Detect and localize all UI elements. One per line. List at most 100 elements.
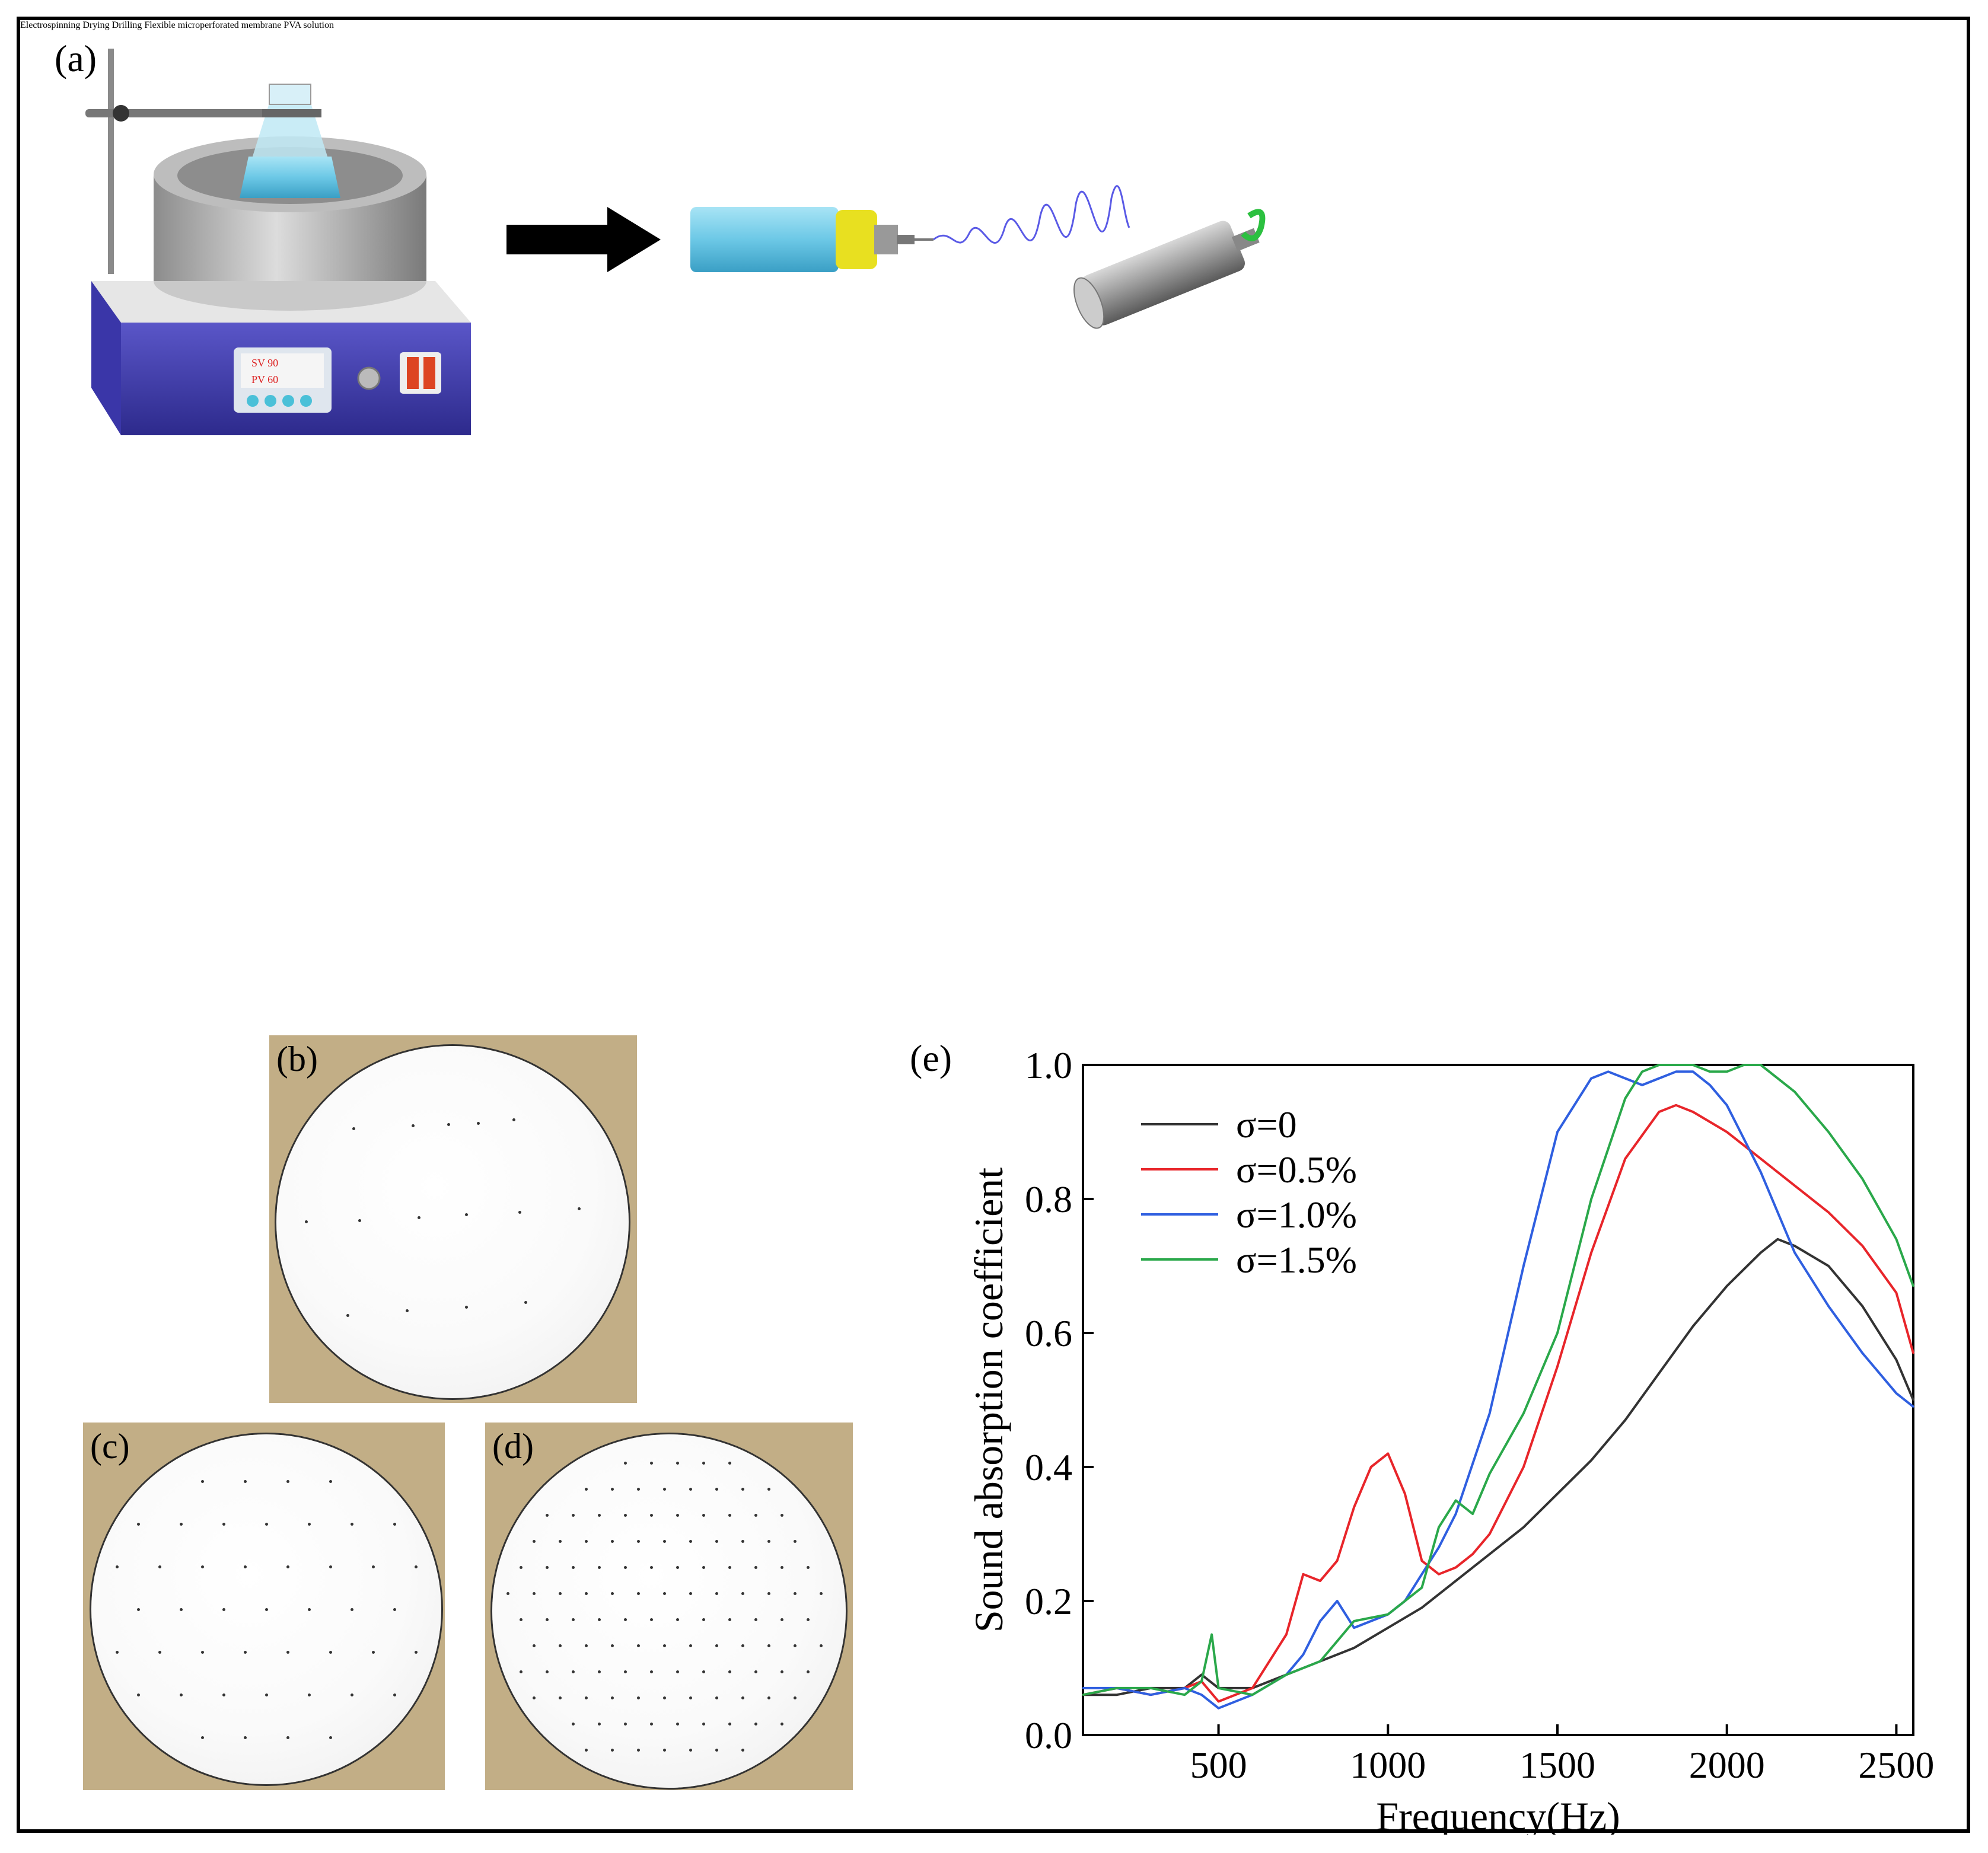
series-3-point (1760, 1064, 1762, 1066)
perforation (222, 1693, 225, 1696)
y-tick-label: 0.2 (1025, 1580, 1072, 1622)
series-0-point (1912, 1399, 1914, 1401)
photo-membrane-d: (d) (485, 1423, 853, 1790)
perforation (689, 1749, 692, 1752)
perforation (676, 1462, 679, 1465)
perforation (222, 1523, 225, 1526)
perforation (794, 1540, 797, 1543)
series-3-point (1489, 1472, 1491, 1475)
step-label-electrospinning: Electrospinning (20, 20, 81, 30)
perforation (286, 1480, 289, 1483)
series-0-point (1489, 1553, 1491, 1555)
perforation (820, 1592, 823, 1595)
series-1-point (1522, 1466, 1525, 1468)
series-1-point (1353, 1506, 1355, 1508)
series-3-point (1793, 1090, 1796, 1093)
perforation (741, 1696, 744, 1699)
perforation (572, 1670, 575, 1673)
perforation (393, 1523, 396, 1526)
perforation (702, 1462, 705, 1465)
perforation (351, 1608, 353, 1611)
perforation (715, 1749, 718, 1752)
series-1-point (1319, 1580, 1321, 1582)
perforation (650, 1618, 653, 1621)
perforation (180, 1608, 183, 1611)
perforation (265, 1523, 268, 1526)
perforation (689, 1488, 692, 1491)
series-2-point (1895, 1392, 1897, 1395)
perforation (780, 1618, 783, 1621)
perforation (754, 1618, 757, 1621)
series-0-point (1353, 1647, 1355, 1649)
series-2-point (1793, 1251, 1796, 1254)
series-2-point (1370, 1620, 1372, 1622)
perforation (676, 1514, 679, 1517)
series-2-point (1607, 1070, 1610, 1073)
series-0-point (1692, 1325, 1694, 1328)
series-1-point (1658, 1111, 1660, 1113)
perforation (767, 1540, 770, 1543)
series-line-0 (1083, 1238, 1914, 1696)
series-3-point (1319, 1660, 1321, 1663)
perforation (201, 1565, 204, 1568)
series-3-point (1438, 1526, 1440, 1529)
perforation (780, 1670, 783, 1673)
perforation (715, 1488, 718, 1491)
perforation (372, 1565, 375, 1568)
perforation (728, 1566, 731, 1569)
perforation (351, 1523, 353, 1526)
perforation (754, 1723, 757, 1726)
panel-e-label: (e) (910, 1037, 952, 1079)
perforation (598, 1514, 601, 1517)
perforation (372, 1651, 375, 1654)
series-0-point (1658, 1372, 1660, 1374)
series-2-point (1420, 1573, 1423, 1575)
perforation (244, 1480, 247, 1483)
perforation (663, 1644, 666, 1647)
perforation (728, 1618, 731, 1621)
series-3-point (1861, 1178, 1863, 1180)
series-3-point (1556, 1332, 1559, 1334)
perforation (116, 1651, 119, 1654)
perforation (689, 1540, 692, 1543)
perforation (611, 1696, 614, 1699)
perforation (702, 1670, 705, 1673)
perforation (506, 1592, 509, 1595)
perforation (572, 1723, 575, 1726)
perforation (286, 1565, 289, 1568)
perforation (137, 1608, 140, 1611)
series-layer (1082, 1064, 1914, 1710)
arrow-to-membrane: Flexible microperforated membrane PVA so… (83, 20, 1934, 1835)
perforation (351, 1693, 353, 1696)
series-0-point (1760, 1251, 1762, 1254)
perforation (715, 1592, 718, 1595)
series-0-point (1522, 1526, 1525, 1529)
series-3-point (1726, 1070, 1728, 1073)
arrow-to-drilling: Drilling Flexible microperforated membr (83, 20, 1934, 1835)
series-2-point (1522, 1265, 1525, 1267)
series-1-point (1438, 1573, 1440, 1575)
series-0-point (1624, 1419, 1626, 1421)
perforation (637, 1696, 640, 1699)
perforation (559, 1540, 562, 1543)
series-line-1 (1082, 1103, 1914, 1703)
x-tick-label: 1000 (1350, 1744, 1426, 1786)
perforation (663, 1696, 666, 1699)
series-2-point (1302, 1653, 1304, 1656)
series-1-point (1336, 1559, 1339, 1562)
y-tick-label: 1.0 (1025, 1044, 1072, 1086)
perforation (689, 1696, 692, 1699)
perforation (754, 1670, 757, 1673)
series-3-point (1116, 1687, 1118, 1689)
series-2-point (1336, 1600, 1339, 1602)
perforation (767, 1488, 770, 1491)
perforation (265, 1608, 268, 1611)
series-1-point (1692, 1111, 1694, 1113)
perforation (611, 1592, 614, 1595)
perforation (533, 1592, 536, 1595)
plot-area (1082, 1064, 1914, 1736)
series-3-point (1471, 1513, 1474, 1515)
perforation (767, 1696, 770, 1699)
series-1-point (1370, 1466, 1372, 1468)
